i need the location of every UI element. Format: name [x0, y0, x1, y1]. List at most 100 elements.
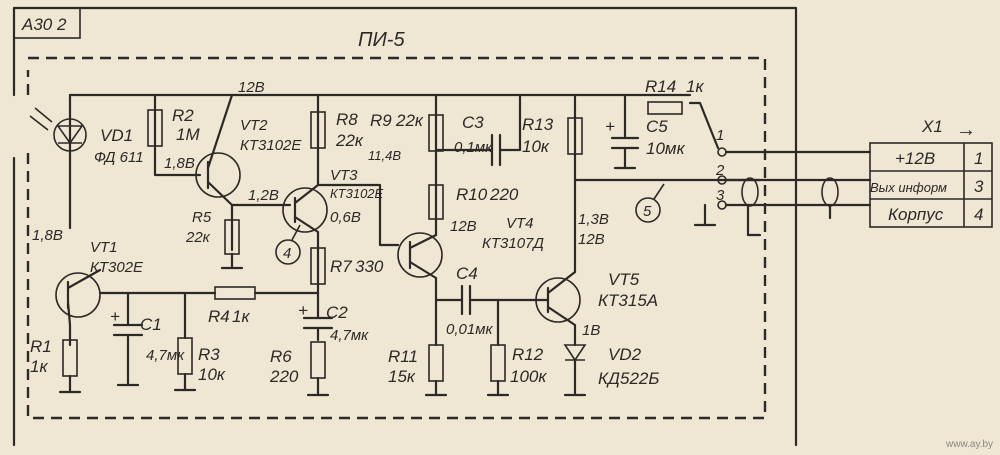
connector-row-2-num: 3: [974, 177, 984, 196]
r5-name: R5: [192, 209, 212, 226]
r11-body: [428, 344, 444, 382]
r6-name: R6: [270, 347, 292, 366]
r8-body: [310, 111, 326, 149]
r11-value: 15к: [388, 367, 416, 386]
r2-value: 1М: [176, 125, 200, 144]
vt5-name: VT5: [608, 270, 640, 289]
vt2-type: КТ3102Е: [240, 137, 302, 154]
r9-value: 22к: [395, 111, 424, 130]
c5-symbol: [610, 93, 640, 170]
c3-value: 0,1мк: [454, 139, 493, 156]
r5-value: 22к: [185, 229, 211, 246]
vt1-base-voltage: 1,8В: [32, 227, 63, 244]
c4-name: C4: [456, 264, 478, 283]
marker-5-label: 5: [643, 203, 652, 220]
r7-value: 330: [355, 257, 384, 276]
r12-value: 100к: [510, 367, 547, 386]
r14-to-pin1: [688, 101, 720, 150]
connector-row-1-num: 1: [974, 149, 983, 168]
r11-name: R11: [388, 347, 418, 366]
c2-plus: +: [298, 301, 308, 320]
connector-row-3-num: 4: [974, 205, 983, 224]
title: ПИ-5: [358, 29, 405, 51]
r7-body: [310, 247, 326, 285]
vd1-name: VD1: [100, 126, 133, 145]
c5-value: 10мк: [646, 139, 686, 158]
connector-row-3-label: Корпус: [888, 205, 944, 224]
shield-2: [821, 177, 839, 207]
r3-value: 10к: [198, 365, 226, 384]
r11-ground: [424, 379, 448, 397]
r8-name: R8: [336, 110, 358, 129]
r13-name: R13: [522, 115, 554, 134]
vt5-base-voltage: 1,3В: [578, 211, 609, 228]
r3-ground: [173, 372, 197, 392]
c5-plus: +: [605, 117, 615, 136]
vt3-leads: [293, 183, 320, 307]
r10-name: R10: [456, 185, 488, 204]
r9-name: R9: [370, 111, 392, 130]
connector-row-2-label: Вых информ: [870, 180, 947, 195]
vd2-name: VD2: [608, 345, 642, 364]
vt1-body: [55, 272, 101, 318]
r4-value: 1к: [232, 307, 250, 326]
shield-lead: [746, 203, 762, 237]
shield-1: [741, 177, 759, 207]
r12-body: [490, 344, 506, 382]
vd2-symbol: [563, 344, 587, 362]
r12-name: R12: [512, 345, 544, 364]
vd1-body: [53, 118, 87, 152]
pin-3-label: 3: [716, 187, 725, 204]
marker-4: [275, 239, 301, 265]
vt1-type: КТ302Е: [90, 259, 144, 276]
vt2-base-voltage: 1,8В: [164, 155, 195, 172]
c1-name: C1: [140, 315, 162, 334]
outer-frame: [12, 6, 798, 447]
vt5-type: КТ315А: [598, 291, 658, 310]
r4-name: R4: [208, 307, 230, 326]
connector-row-1-label: +12В: [895, 149, 935, 168]
vd1-symbol: [56, 125, 84, 145]
c3-name: C3: [462, 113, 484, 132]
connector-arrow: →: [956, 119, 976, 141]
vt3-name: VT3: [330, 167, 358, 184]
c1-value: 4,7мк: [146, 347, 185, 364]
r6-body: [310, 341, 326, 379]
r8-value: 22к: [335, 131, 364, 150]
c2-symbol: [302, 303, 334, 342]
r1-value: 1к: [30, 357, 48, 376]
r6-ground: [306, 376, 330, 397]
c1-plus: +: [110, 307, 120, 326]
vt3-collector-voltage: 11,4В: [368, 148, 401, 163]
vt3-to-vt4: [316, 183, 400, 247]
c4-plates: [460, 284, 472, 316]
r3-name: R3: [198, 345, 220, 364]
vd1-type: ФД 611: [94, 149, 144, 166]
r7-name: R7: [330, 257, 352, 276]
r14-value: 1к: [686, 77, 704, 96]
r12-ground: [486, 379, 510, 397]
c1-symbol: [112, 291, 144, 387]
r13-value: 10к: [522, 137, 550, 156]
r14-name: R14: [645, 77, 676, 96]
c3-leads: [434, 93, 522, 152]
vt5-leads: [528, 270, 577, 347]
supply-label: 12В: [238, 79, 265, 96]
vt3-emitter-voltage: 0,6В: [330, 209, 361, 226]
marker-4-pointer: [291, 224, 301, 241]
r2-name: R2: [172, 106, 194, 125]
c2-name: C2: [326, 303, 348, 322]
watermark: www.ay.by: [945, 439, 993, 450]
vt3-body: [282, 187, 328, 233]
c3-plates: [490, 133, 502, 167]
vt2-leads: [206, 93, 234, 252]
vt5-collector-voltage: 12В: [578, 231, 605, 248]
r2-lead: [153, 93, 202, 177]
dashed-boundary: [26, 56, 767, 420]
marker-5-pointer: [653, 183, 665, 200]
r2-body: [147, 109, 163, 147]
vt4-emitter-voltage: 12В: [450, 218, 477, 235]
connector-grid: [870, 143, 992, 227]
